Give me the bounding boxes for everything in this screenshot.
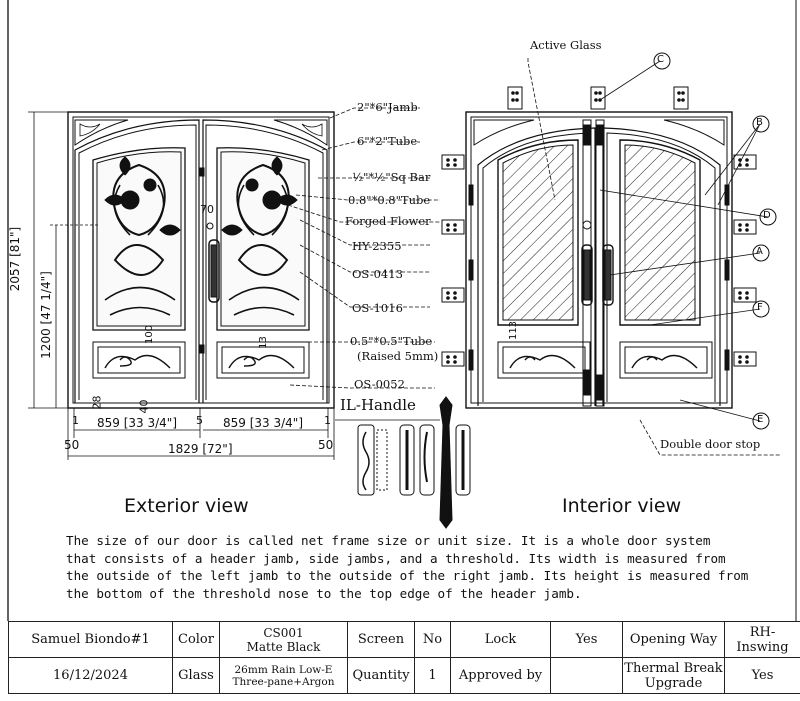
thermal-break-label: Thermal Break Upgrade bbox=[622, 657, 725, 694]
lock-value: Yes bbox=[550, 621, 623, 658]
note-line: the outside of the left jamb to the outs… bbox=[66, 568, 749, 583]
color-label: Color bbox=[172, 621, 220, 658]
thermal-break-line-1: Thermal Break bbox=[624, 660, 723, 676]
dim-height-lower: 1200 [47 1/4"] bbox=[39, 271, 53, 359]
dim-28: 28 bbox=[90, 395, 104, 410]
drawing-date: 16/12/2024 bbox=[8, 657, 173, 694]
dim-40: 40 bbox=[137, 399, 151, 414]
label-raised: (Raised 5mm) bbox=[357, 349, 439, 363]
dim-1-right: 1 bbox=[324, 414, 331, 427]
size-note: The size of our door is called net frame… bbox=[66, 532, 766, 602]
dim-gap-left: 50 bbox=[64, 438, 80, 452]
callout-d: D bbox=[763, 210, 771, 221]
glass-value: 26mm Rain Low-E Three-pane+Argon bbox=[219, 657, 348, 694]
label-forged-flower: Forged Flower bbox=[345, 214, 431, 228]
callout-c: C bbox=[657, 54, 664, 65]
label-os-1016: OS-1016 bbox=[352, 301, 403, 315]
label-double-door-stop: Double door stop bbox=[660, 437, 761, 451]
label-hy-2355: HY-2355 bbox=[352, 239, 402, 253]
callout-b: B bbox=[756, 117, 763, 128]
label-os-0413: OS-0413 bbox=[352, 267, 403, 281]
exterior-leaders bbox=[287, 107, 440, 389]
dim-leaf-right: 859 [33 3/4"] bbox=[223, 416, 303, 430]
label-tube-6x2: 6"*2"Tube bbox=[357, 134, 418, 148]
thermal-break-value: Yes bbox=[724, 657, 800, 694]
label-active-glass: Active Glass bbox=[530, 38, 602, 52]
dim-100: 100 bbox=[144, 324, 156, 345]
customer-name: Samuel Biondo#1 bbox=[8, 621, 173, 658]
callout-e: E bbox=[757, 414, 764, 425]
exterior-dimension-lines bbox=[28, 111, 335, 460]
label-tube-08: 0.8"*0.8"Tube bbox=[348, 193, 431, 207]
quantity-value: 1 bbox=[414, 657, 451, 694]
color-code: CS001 bbox=[263, 625, 304, 640]
glass-spec-1: 26mm Rain Low-E bbox=[234, 663, 333, 676]
label-jamb: 2"*6"Jamb bbox=[357, 100, 418, 114]
callout-a: A bbox=[756, 246, 763, 257]
label-sq-bar: ½"*½"Sq Bar bbox=[352, 170, 431, 184]
interior-door bbox=[465, 111, 733, 409]
callout-circles bbox=[653, 52, 777, 430]
screen-label: Screen bbox=[347, 621, 415, 658]
note-line: that consists of a header jamb, side jam… bbox=[66, 550, 726, 566]
note-line: the bottom of the threshold nose to the … bbox=[66, 585, 582, 601]
il-handle-detail bbox=[335, 396, 471, 529]
note-line: The size of our door is called net frame… bbox=[66, 533, 711, 548]
callout-f: F bbox=[757, 302, 763, 313]
label-il-handle: IL-Handle bbox=[340, 396, 416, 414]
dim-70: 70 bbox=[200, 203, 214, 216]
opening-label: Opening Way bbox=[622, 621, 725, 658]
interior-leaders bbox=[527, 58, 780, 456]
label-os-0052: OS-0052 bbox=[354, 377, 405, 391]
exterior-door bbox=[67, 111, 335, 409]
exterior-left-glass-grille bbox=[92, 147, 186, 331]
dim-leaf-left: 859 [33 3/4"] bbox=[97, 416, 177, 430]
dim-total-width: 1829 [72"] bbox=[168, 442, 233, 456]
glass-label: Glass bbox=[172, 657, 220, 694]
exterior-view-title: Exterior view bbox=[124, 495, 249, 517]
interior-view-title: Interior view bbox=[562, 495, 682, 517]
approved-label: Approved by bbox=[450, 657, 551, 694]
glass-spec-2: Three-pane+Argon bbox=[232, 675, 335, 688]
color-value: CS001 Matte Black bbox=[219, 621, 348, 658]
dim-113: 113 bbox=[508, 320, 520, 341]
exterior-right-glass-grille bbox=[216, 147, 310, 331]
label-tube-05: 0.5"*0.5"Tube bbox=[350, 334, 433, 348]
screen-value: No bbox=[414, 621, 451, 658]
anchor-plates bbox=[441, 86, 757, 367]
dim-gap-right: 50 bbox=[318, 438, 334, 452]
title-block: Samuel Biondo#1 Color CS001 Matte Black … bbox=[8, 621, 800, 694]
thermal-break-line-2: Upgrade bbox=[644, 675, 703, 691]
dim-height-total: 2057 [81"] bbox=[8, 226, 22, 292]
lock-label: Lock bbox=[450, 621, 551, 658]
opening-value: RH-Inswing bbox=[724, 621, 800, 658]
approved-value bbox=[550, 657, 623, 694]
quantity-label: Quantity bbox=[347, 657, 415, 694]
dim-5: 5 bbox=[196, 414, 203, 427]
dim-1-left: 1 bbox=[72, 414, 79, 427]
dim-13: 13 bbox=[257, 336, 269, 349]
color-name: Matte Black bbox=[246, 639, 321, 654]
